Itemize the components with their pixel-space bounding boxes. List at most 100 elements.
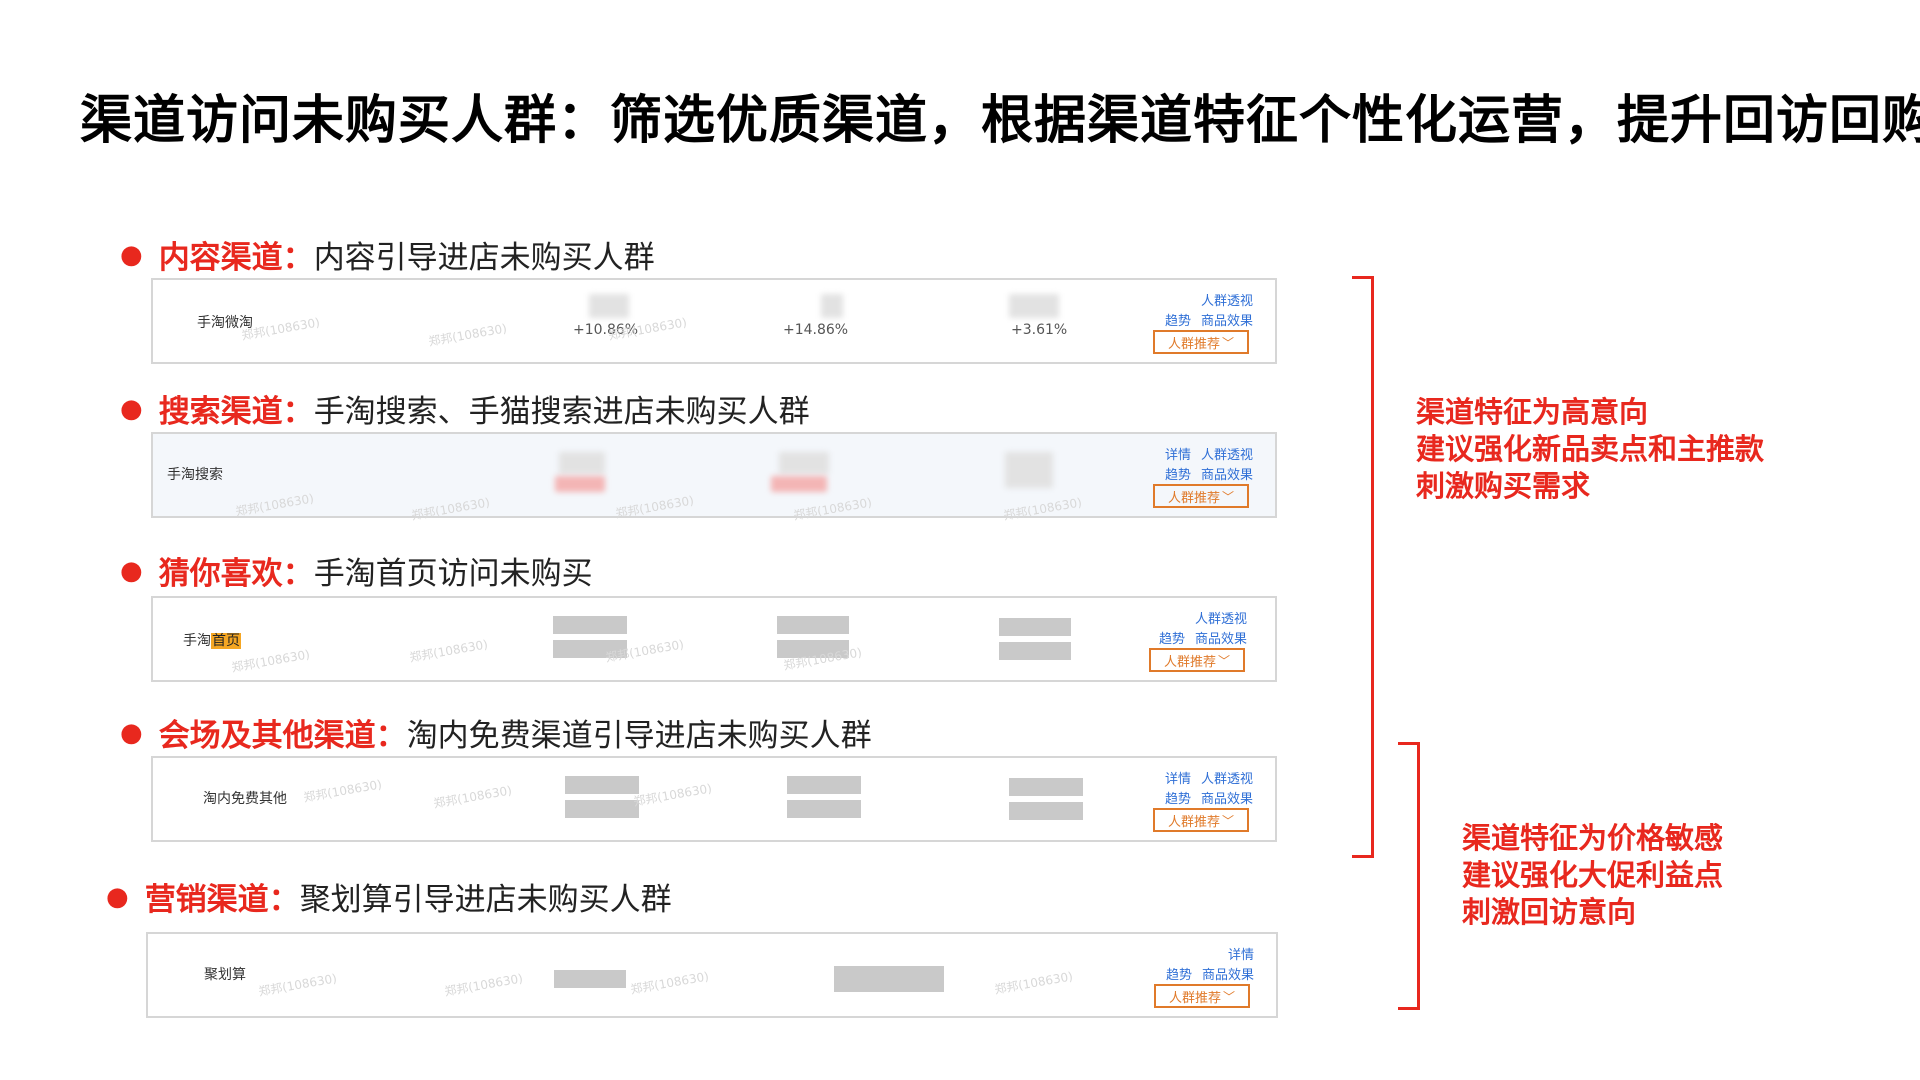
section-desc: 手淘首页访问未购买: [313, 556, 593, 592]
section-desc: 淘内免费渠道引导进店未购买人群: [406, 718, 872, 754]
watermark: 郑邦(108630): [410, 495, 491, 523]
section-heading-search: ● 搜索渠道： 手淘搜索、手猫搜索进店未购买人群: [120, 386, 810, 431]
watermark: 郑邦(108630): [408, 637, 489, 665]
redacted-value: [787, 776, 861, 794]
crowd-recommend-button[interactable]: 人群推荐﹀: [1153, 808, 1249, 832]
section-desc: 内容引导进店未购买人群: [313, 240, 655, 276]
redacted-value: [777, 616, 849, 634]
trend-link[interactable]: 趋势: [1165, 968, 1192, 983]
bullet-icon: ●: [120, 555, 143, 586]
redacted-value: [777, 640, 849, 658]
card-links: 人群透视 趋势商品效果: [1143, 290, 1253, 330]
blurred-value: [555, 476, 605, 492]
section-name: 内容渠道：: [158, 240, 314, 276]
detail-link[interactable]: 详情: [1227, 948, 1254, 963]
section-desc: 聚划算引导进店未购买人群: [299, 882, 672, 918]
bracket-high-intent: [1352, 276, 1374, 858]
note-line: 渠道特征为价格敏感: [1462, 821, 1724, 855]
channel-name: 手淘首页: [183, 630, 241, 650]
section-name: 会场及其他渠道：: [158, 718, 407, 754]
channel-name: 手淘微淘: [197, 315, 253, 331]
trend-link[interactable]: 趋势: [1164, 792, 1191, 807]
crowd-insight-link[interactable]: 人群透视: [1200, 448, 1253, 463]
crowd-insight-link[interactable]: 人群透视: [1200, 294, 1253, 309]
button-label: 人群推荐: [1167, 814, 1220, 830]
watermark: 郑邦(108630): [230, 647, 311, 675]
card-links: 详情人群透视 趋势商品效果: [1143, 444, 1253, 484]
bullet-icon: ●: [120, 393, 143, 424]
redacted-value: [834, 966, 944, 992]
note-price-sensitive: 渠道特征为价格敏感 建议强化大促利益点 刺激回访意向: [1462, 820, 1723, 931]
watermark: 郑邦(108630): [302, 777, 383, 805]
watermark: 郑邦(108630): [234, 491, 315, 519]
channel-card-homepage: 手淘首页 郑邦(108630) 郑邦(108630) 郑邦(108630) 郑邦…: [151, 596, 1277, 682]
metric-change: +14.86%: [783, 322, 849, 338]
watermark: 郑邦(108630): [632, 781, 713, 809]
crowd-recommend-button[interactable]: 人群推荐﹀: [1153, 330, 1249, 354]
redacted-value: [553, 616, 627, 634]
chevron-down-icon: ﹀: [1218, 653, 1231, 668]
crowd-recommend-button[interactable]: 人群推荐﹀: [1154, 984, 1250, 1008]
page-title: 渠道访问未购买人群：筛选优质渠道，根据渠道特征个性化运营，提升回访回购: [80, 91, 1920, 151]
watermark: 郑邦(108630): [1002, 495, 1083, 523]
section-heading-guess-you-like: ● 猜你喜欢： 手淘首页访问未购买: [120, 548, 593, 593]
channel-card-juhuasuan: 聚划算 郑邦(108630) 郑邦(108630) 郑邦(108630) 郑邦(…: [146, 932, 1278, 1018]
redacted-value: [565, 776, 639, 794]
metric-change: +3.61%: [1011, 322, 1068, 338]
product-effect-link[interactable]: 商品效果: [1200, 314, 1253, 329]
watermark: 郑邦(108630): [993, 969, 1074, 997]
bullet-icon: ●: [120, 717, 143, 748]
crowd-insight-link[interactable]: 人群透视: [1200, 772, 1253, 787]
note-line: 渠道特征为高意向: [1416, 395, 1649, 429]
blurred-value: [559, 452, 605, 474]
product-effect-link[interactable]: 商品效果: [1200, 792, 1253, 807]
section-name: 营销渠道：: [144, 882, 300, 918]
channel-name: 手淘搜索: [167, 467, 223, 483]
detail-link[interactable]: 详情: [1164, 448, 1191, 463]
channel-name: 聚划算: [204, 967, 246, 983]
button-label: 人群推荐: [1163, 654, 1216, 670]
button-label: 人群推荐: [1168, 990, 1221, 1006]
watermark: 郑邦(108630): [443, 971, 524, 999]
blurred-value: [1009, 294, 1059, 318]
redacted-value: [999, 618, 1071, 636]
crowd-recommend-button[interactable]: 人群推荐﹀: [1153, 484, 1249, 508]
section-desc: 手淘搜索、手猫搜索进店未购买人群: [313, 394, 810, 430]
blurred-value: [1005, 452, 1053, 488]
section-heading-content: ● 内容渠道： 内容引导进店未购买人群: [120, 232, 655, 277]
trend-link[interactable]: 趋势: [1164, 468, 1191, 483]
redacted-value: [565, 800, 639, 818]
watermark: 郑邦(108630): [427, 321, 508, 349]
watermark: 郑邦(108630): [257, 971, 338, 999]
note-line: 建议强化大促利益点: [1462, 858, 1724, 892]
note-line: 刺激回访意向: [1462, 895, 1637, 929]
watermark: 郑邦(108630): [432, 783, 513, 811]
redacted-value: [1009, 802, 1083, 820]
redacted-value: [999, 642, 1071, 660]
channel-card-weitao: 手淘微淘 +10.86% +14.86% +3.61% 郑邦(108630) 郑…: [151, 278, 1277, 364]
product-effect-link[interactable]: 商品效果: [1200, 468, 1253, 483]
bullet-icon: ●: [106, 881, 129, 912]
metric-change: +10.86%: [573, 322, 639, 338]
detail-link[interactable]: 详情: [1164, 772, 1191, 787]
note-line: 建议强化新品卖点和主推款: [1416, 432, 1765, 466]
watermark: 郑邦(108630): [792, 495, 873, 523]
note-high-intent: 渠道特征为高意向 建议强化新品卖点和主推款 刺激购买需求: [1416, 394, 1764, 505]
watermark: 郑邦(108630): [629, 969, 710, 997]
redacted-value: [554, 970, 626, 988]
section-name: 猜你喜欢：: [158, 556, 314, 592]
crowd-insight-link[interactable]: 人群透视: [1194, 612, 1247, 627]
chevron-down-icon: ﹀: [1222, 813, 1235, 828]
trend-link[interactable]: 趋势: [1164, 314, 1191, 329]
trend-link[interactable]: 趋势: [1158, 632, 1185, 647]
section-heading-venue-other: ● 会场及其他渠道： 淘内免费渠道引导进店未购买人群: [120, 710, 872, 755]
product-effect-link[interactable]: 商品效果: [1194, 632, 1247, 647]
chevron-down-icon: ﹀: [1223, 989, 1236, 1004]
bracket-price-sensitive: [1398, 742, 1420, 1010]
channel-card-search: 手淘搜索 郑邦(108630) 郑邦(108630) 郑邦(108630) 郑邦…: [151, 432, 1277, 523]
channel-card-free-other: 淘内免费其他 郑邦(108630) 郑邦(108630) 郑邦(108630) …: [151, 756, 1277, 842]
button-label: 人群推荐: [1167, 490, 1220, 506]
product-effect-link[interactable]: 商品效果: [1201, 968, 1254, 983]
crowd-recommend-button[interactable]: 人群推荐﹀: [1149, 648, 1245, 672]
blurred-value: [779, 452, 829, 474]
